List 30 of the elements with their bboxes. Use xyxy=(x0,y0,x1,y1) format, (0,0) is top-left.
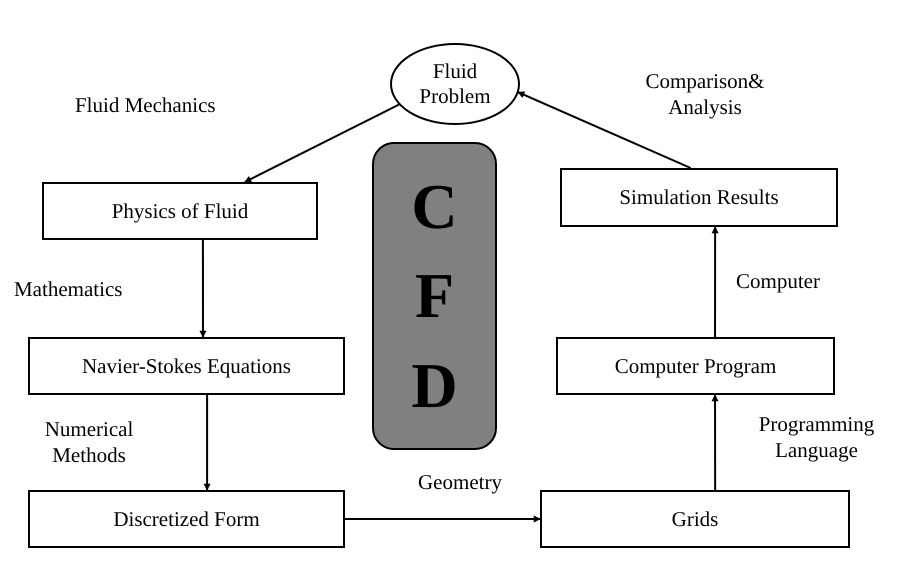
node-label: Navier-Stokes Equations xyxy=(82,354,291,378)
arrow xyxy=(244,104,400,183)
process-box xyxy=(28,490,345,548)
node-label: Fluid Problem xyxy=(418,58,492,110)
process-box xyxy=(540,490,850,548)
process-box xyxy=(560,168,838,227)
arrow xyxy=(204,395,211,491)
arrow xyxy=(517,91,692,169)
edge-label: Mathematics xyxy=(14,276,124,302)
node-label: Discretized Form xyxy=(113,506,260,532)
ellipse-node xyxy=(390,43,520,125)
edge-label: Numerical Methods xyxy=(44,416,134,468)
process-box xyxy=(42,182,318,240)
node-label: Computer Program xyxy=(614,354,776,378)
edge-label: Computer xyxy=(736,268,821,294)
node-label: Grids xyxy=(672,506,718,532)
arrow xyxy=(199,240,206,338)
node-label: Physics of Fluid xyxy=(112,198,248,224)
rounded-panel xyxy=(372,142,497,450)
edge-label: Programming Language xyxy=(758,411,876,464)
node-label: CFD xyxy=(410,170,459,423)
process-box xyxy=(556,337,835,395)
edge-label: Geometry xyxy=(417,469,503,496)
arrow xyxy=(712,226,719,337)
process-box xyxy=(28,337,345,395)
arrow xyxy=(712,394,719,490)
arrow xyxy=(345,516,541,522)
edge-label: Comparison& Analysis xyxy=(644,68,766,120)
node-label: Simulation Results xyxy=(619,185,779,210)
edge-label: Fluid Mechanics xyxy=(75,92,217,118)
